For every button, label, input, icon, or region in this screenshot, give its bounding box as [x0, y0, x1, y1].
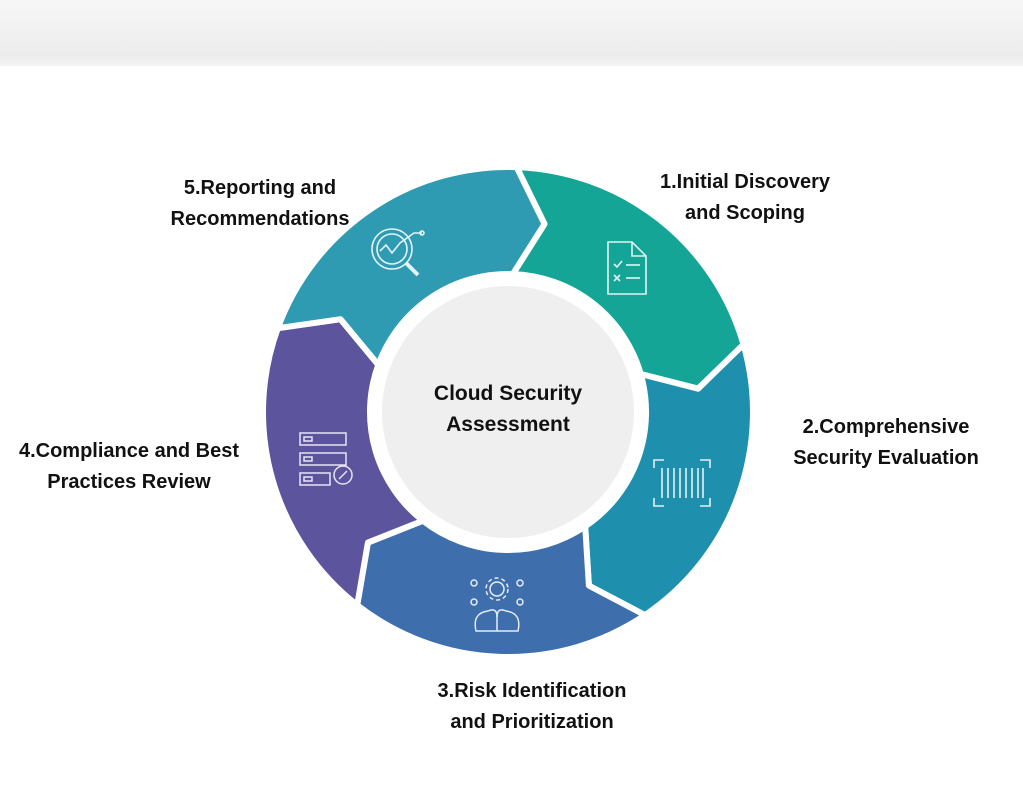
center-title-line2: Assessment	[446, 413, 570, 436]
step-2-label: 2.Comprehensive Security Evaluation	[793, 412, 979, 474]
step-3-line1: 3.Risk Identification	[437, 680, 627, 702]
step-4-line1: 4.Compliance and Best	[18, 440, 240, 462]
barcode-scan-icon	[653, 459, 711, 507]
step-5-line1: 5.Reporting and	[183, 177, 337, 199]
magnifier-chart-icon	[371, 228, 425, 277]
checklist-document-icon	[607, 241, 647, 295]
step-1-label: 1.Initial Discovery and Scoping	[660, 167, 830, 229]
center-title: Cloud Security Assessment	[434, 378, 582, 440]
step-2-line1: 2.Comprehensive	[802, 416, 970, 438]
step-5-line2: Recommendations	[170, 208, 350, 230]
center-disc	[382, 286, 634, 538]
server-settings-icon	[299, 432, 353, 486]
step-1-line1: 1.Initial Discovery	[659, 171, 831, 193]
top-banner	[0, 0, 1023, 66]
center-title-line1: Cloud Security	[433, 382, 583, 405]
brain-gear-icon	[470, 577, 524, 632]
step-1-line2: and Scoping	[684, 202, 805, 224]
step-2-line2: Security Evaluation	[793, 447, 979, 469]
step-3-label: 3.Risk Identification and Prioritization	[438, 676, 627, 738]
step-4-label: 4.Compliance and Best Practices Review	[19, 436, 239, 498]
step-4-line2: Practices Review	[47, 471, 211, 493]
step-3-line2: and Prioritization	[450, 711, 614, 733]
step-5-label: 5.Reporting and Recommendations	[171, 173, 350, 235]
